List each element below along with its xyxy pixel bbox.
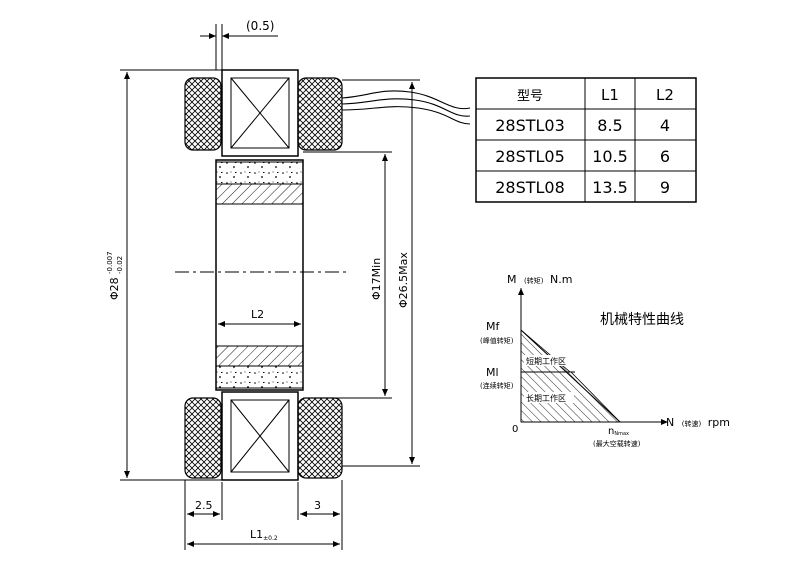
short-zone-label: 短期工作区 bbox=[526, 356, 566, 366]
bore-label: Φ17Min bbox=[370, 258, 383, 300]
lead-wires bbox=[341, 90, 471, 125]
mf-label: Mf bbox=[486, 320, 500, 333]
rotor-body bbox=[215, 159, 304, 391]
max-diameter-dimension: Φ26.5Max bbox=[342, 79, 420, 467]
spec-table: 型号 L1 L2 28STL03 8.5 4 28STL05 10.5 6 28… bbox=[475, 77, 697, 203]
inner-length-label: L2 bbox=[251, 308, 264, 321]
bore-dimension: Φ17Min bbox=[303, 151, 392, 399]
total-length-label: L1±0.2 bbox=[250, 528, 278, 542]
coil-bottom-right bbox=[297, 397, 343, 479]
table-header-l2: L2 bbox=[656, 86, 674, 104]
bottom-dimensions: 2.5 3 L1±0.2 bbox=[184, 480, 343, 550]
magnet-hatched-top bbox=[215, 183, 304, 205]
table-cell-l1-1: 10.5 bbox=[592, 147, 628, 166]
outer-diameter-lower-tol: -0.02 bbox=[116, 256, 124, 274]
outer-diameter-label: Φ28 bbox=[108, 277, 121, 300]
table-header-l1: L1 bbox=[601, 86, 619, 104]
cross-section-view: (0.5) Φ28 -0.007 -0.02 Φ17Min Φ26.5Max bbox=[106, 19, 471, 550]
table-cell-model-2: 28STL08 bbox=[495, 178, 565, 197]
origin-label: 0 bbox=[512, 424, 518, 435]
mf-note: (峰值转矩) bbox=[480, 336, 514, 345]
nmax-note: (最大空载转速) bbox=[593, 439, 641, 448]
right-offset-label: 3 bbox=[314, 499, 321, 512]
characteristic-curve: 机械特性曲线 短期工作区 长期工作区 M (转矩) N.m Mf (峰值转矩) … bbox=[480, 273, 730, 448]
ml-label: Ml bbox=[486, 366, 499, 379]
inner-length-dimension: L2 bbox=[218, 308, 301, 327]
long-zone-label: 长期工作区 bbox=[526, 393, 566, 403]
ml-note: (连续转矩) bbox=[480, 381, 514, 390]
magnet-hatched-bottom bbox=[215, 345, 304, 367]
table-cell-l1-0: 8.5 bbox=[597, 116, 622, 135]
bearing-top bbox=[221, 69, 299, 157]
outer-diameter-dimension: Φ28 -0.007 -0.02 bbox=[106, 69, 222, 481]
coil-bottom-left bbox=[184, 397, 222, 479]
y-axis-label: M (转矩) N.m bbox=[507, 273, 572, 286]
table-header-model: 型号 bbox=[517, 89, 543, 104]
magnet-dotted-top bbox=[215, 161, 304, 185]
table-cell-l2-0: 4 bbox=[660, 116, 670, 135]
gap-label: (0.5) bbox=[246, 19, 274, 33]
left-offset-label: 2.5 bbox=[195, 499, 213, 512]
outer-diameter-upper-tol: -0.007 bbox=[106, 251, 114, 274]
bearing-bottom bbox=[221, 391, 299, 481]
nmax-label: nNmax bbox=[608, 426, 629, 437]
table-cell-model-0: 28STL03 bbox=[495, 116, 565, 135]
max-diameter-label: Φ26.5Max bbox=[397, 252, 410, 308]
table-cell-l2-1: 6 bbox=[660, 147, 670, 166]
table-cell-l1-2: 13.5 bbox=[592, 178, 628, 197]
coil-top-left bbox=[184, 77, 222, 151]
coil-top-right bbox=[297, 77, 343, 151]
curve-title: 机械特性曲线 bbox=[600, 312, 684, 328]
table-cell-l2-2: 9 bbox=[660, 178, 670, 197]
gap-dimension: (0.5) bbox=[200, 19, 278, 70]
x-axis-label: N (转速) rpm bbox=[666, 416, 730, 429]
table-cell-model-1: 28STL05 bbox=[495, 147, 565, 166]
magnet-dotted-bottom bbox=[215, 365, 304, 389]
